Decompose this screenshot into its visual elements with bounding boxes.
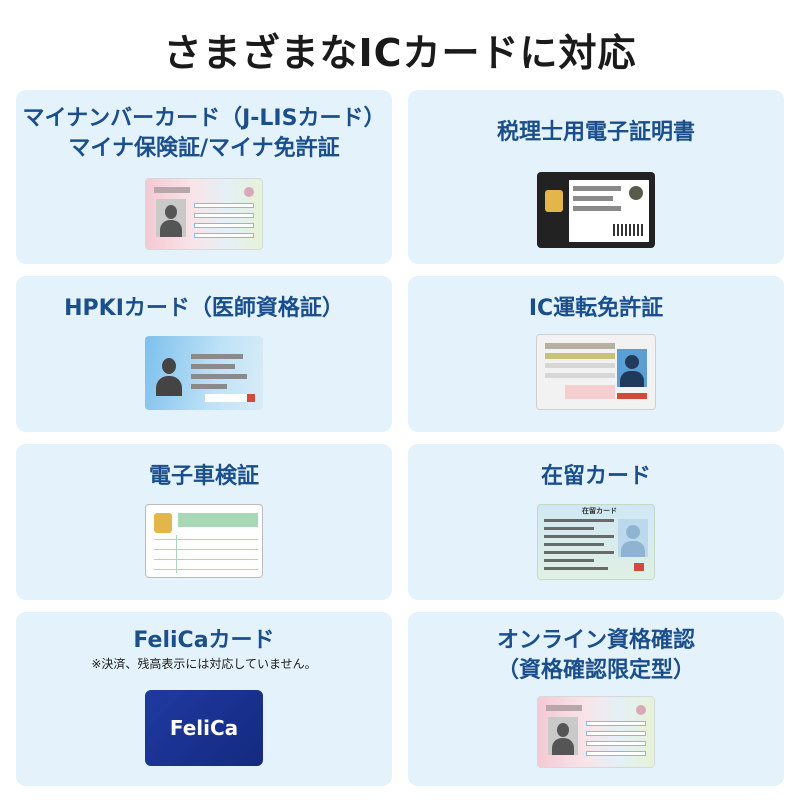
hpki-card-illustration: [145, 336, 263, 410]
card-label-hpki: HPKIカード（医師資格証）: [64, 296, 344, 321]
card-cell-tax-accountant: 税理士用電子証明書: [408, 90, 784, 264]
portrait-photo: [618, 519, 648, 557]
ic-chip: [154, 513, 172, 533]
card-label-felica: FeliCaカード: [133, 628, 275, 653]
card-label-online-qualification: オンライン資格確認 （資格確認限定型）: [408, 612, 784, 686]
card-type-grid: マイナンバーカード（J-LISカード） マイナ保険証/マイナ免許証 税理士用電子…: [16, 90, 784, 786]
card-label-line2: （資格確認限定型）: [496, 658, 695, 683]
card-cell-residence-card: 在留カード 在留カード: [408, 444, 784, 600]
online-qualification-card-illustration: [537, 696, 655, 768]
portrait-photo: [548, 717, 578, 755]
info-panel: [569, 180, 649, 242]
card-cell-online-qualification: オンライン資格確認 （資格確認限定型）: [408, 612, 784, 786]
vehicle-card-illustration: [145, 504, 263, 578]
ic-chip: [545, 190, 563, 212]
card-label-tax-accountant: 税理士用電子証明書: [496, 120, 695, 145]
card-label-line1: マイナンバーカード（J-LISカード）: [22, 106, 386, 131]
portrait-photo: [153, 354, 185, 396]
card-label-drivers-license: IC運転免許証: [528, 296, 664, 321]
card-label-mynumber: マイナンバーカード（J-LISカード） マイナ保険証/マイナ免許証: [16, 90, 392, 164]
hologram-dot: [244, 187, 254, 197]
license-card-illustration: [536, 334, 656, 410]
residence-card-illustration: 在留カード: [537, 504, 655, 580]
felica-card-illustration: FeliCa: [145, 690, 263, 766]
residence-card-header: 在留カード: [582, 507, 617, 515]
portrait-photo: [156, 199, 186, 237]
header-marks: [154, 187, 190, 193]
felica-logo-text: FeliCa: [169, 716, 239, 740]
card-cell-vehicle-inspection: 電子車検証: [16, 444, 392, 600]
card-cell-felica: FeliCaカード ※決済、残高表示には対応していません。 FeliCa: [16, 612, 392, 786]
card-cell-hpki: HPKIカード（医師資格証）: [16, 276, 392, 432]
card-cell-mynumber: マイナンバーカード（J-LISカード） マイナ保険証/マイナ免許証: [16, 90, 392, 264]
card-cell-drivers-license: IC運転免許証: [408, 276, 784, 432]
card-label-line1: オンライン資格確認: [496, 628, 695, 653]
tax-card-illustration: [537, 172, 655, 248]
mynumber-card-illustration: [145, 178, 263, 250]
felica-note: ※決済、残高表示には対応していません。: [91, 657, 317, 671]
portrait-photo: [617, 349, 647, 387]
hologram-dot: [636, 705, 646, 715]
card-label-line2: マイナ保険証/マイナ免許証: [68, 136, 340, 161]
card-label-residence-card: 在留カード: [540, 464, 651, 489]
card-label-vehicle-inspection: 電子車検証: [148, 464, 259, 489]
seal-mark: [247, 394, 255, 402]
page-title: さまざまなICカードに対応: [163, 31, 637, 75]
